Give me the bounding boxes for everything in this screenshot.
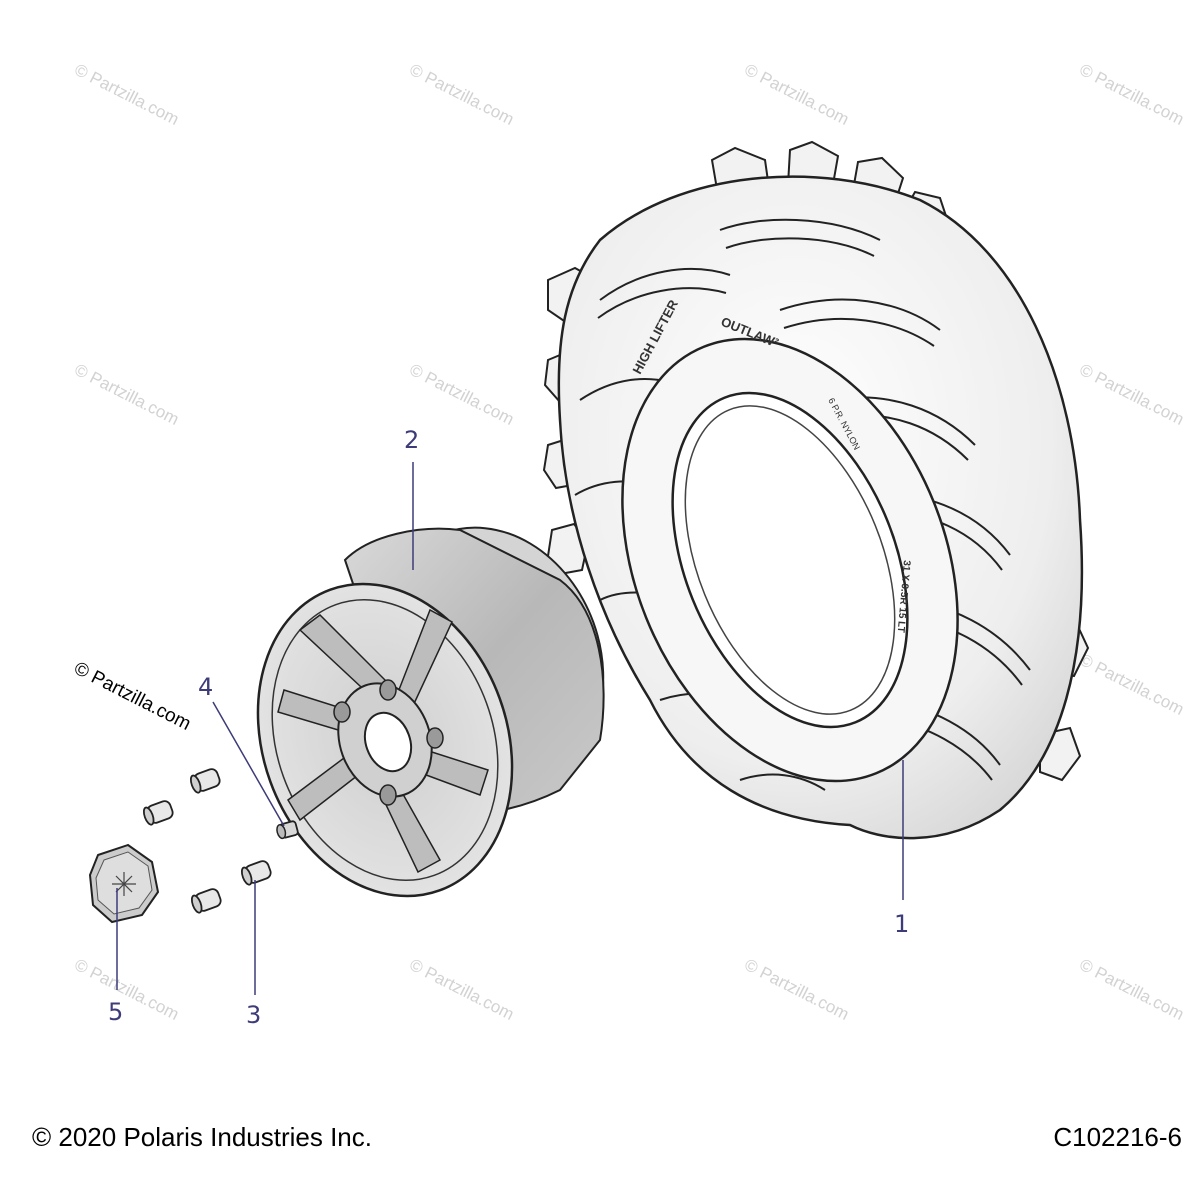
- tire-bead-inner-edge: [684, 405, 896, 715]
- polaris-star-icon: [112, 872, 136, 896]
- callout-1[interactable]: 1: [894, 910, 910, 938]
- lug-nuts: [142, 768, 272, 914]
- leader-lines: [116, 462, 904, 995]
- lug-nut: [240, 860, 272, 886]
- callout-2[interactable]: 2: [404, 426, 420, 454]
- hub-cap: [88, 843, 160, 924]
- lug-nut: [189, 768, 221, 794]
- lug-nut: [190, 888, 222, 914]
- copyright-text: © 2020 Polaris Industries Inc.: [32, 1122, 372, 1152]
- tire: HIGH LIFTER OUTLAW² 6 P.R. NYLON 31 X 9.…: [542, 140, 1090, 840]
- wheel-center-bore: [363, 711, 413, 773]
- wheel: [256, 526, 605, 898]
- wheel-lug-holes: [333, 679, 444, 806]
- valve-stem: [276, 820, 299, 840]
- callout-5[interactable]: 5: [108, 998, 124, 1026]
- diagram-code: C102216-6: [1053, 1122, 1182, 1152]
- lug-nut: [142, 800, 174, 826]
- tire-tread-bars: [574, 218, 1031, 791]
- wheel-face-lip: [271, 598, 499, 882]
- tire-bead-opening: [671, 391, 909, 729]
- callout-4[interactable]: 4: [198, 673, 214, 701]
- leader-line-4: [212, 701, 285, 827]
- callout-3[interactable]: 3: [246, 1001, 262, 1029]
